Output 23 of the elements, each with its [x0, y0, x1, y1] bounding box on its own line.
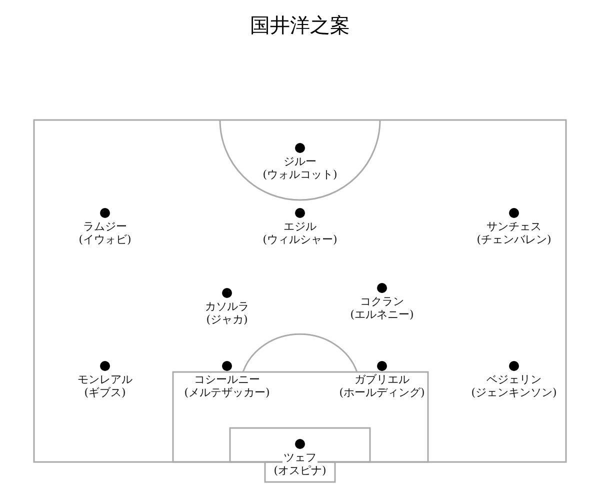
player-name: ベジェリン: [486, 373, 542, 386]
substitute-name: (イウォビ): [78, 233, 132, 246]
substitute-name: (チェンバレン): [476, 233, 552, 246]
substitute-name: (ウォルコット): [262, 168, 338, 181]
player-name: ラムジー: [82, 220, 128, 233]
player-name: サンチェス: [486, 220, 542, 233]
player-name: ツェフ: [282, 451, 318, 464]
substitute-name: (ホールディング): [338, 386, 426, 399]
substitute-name: (エルネニー): [349, 308, 415, 321]
substitute-name: (ギブス): [83, 386, 127, 399]
substitute-name: (ウィルシャー): [262, 233, 338, 246]
player-name: コシールニー: [193, 373, 261, 386]
substitute-name: (メルテザッカー): [183, 386, 271, 399]
player-name: ガブリエル: [354, 373, 410, 386]
player-name: コクラン: [359, 295, 405, 308]
substitute-name: (オスピナ): [272, 464, 328, 477]
substitute-name: (ジャカ): [205, 313, 249, 326]
title: 国井洋之案: [249, 12, 351, 39]
player-name: エジル: [282, 220, 318, 233]
player-name: カソルラ: [204, 300, 250, 313]
player-name: ジルー: [282, 155, 318, 168]
substitute-name: (ジェンキンソン): [470, 386, 558, 399]
player-name: モンレアル: [76, 373, 134, 386]
